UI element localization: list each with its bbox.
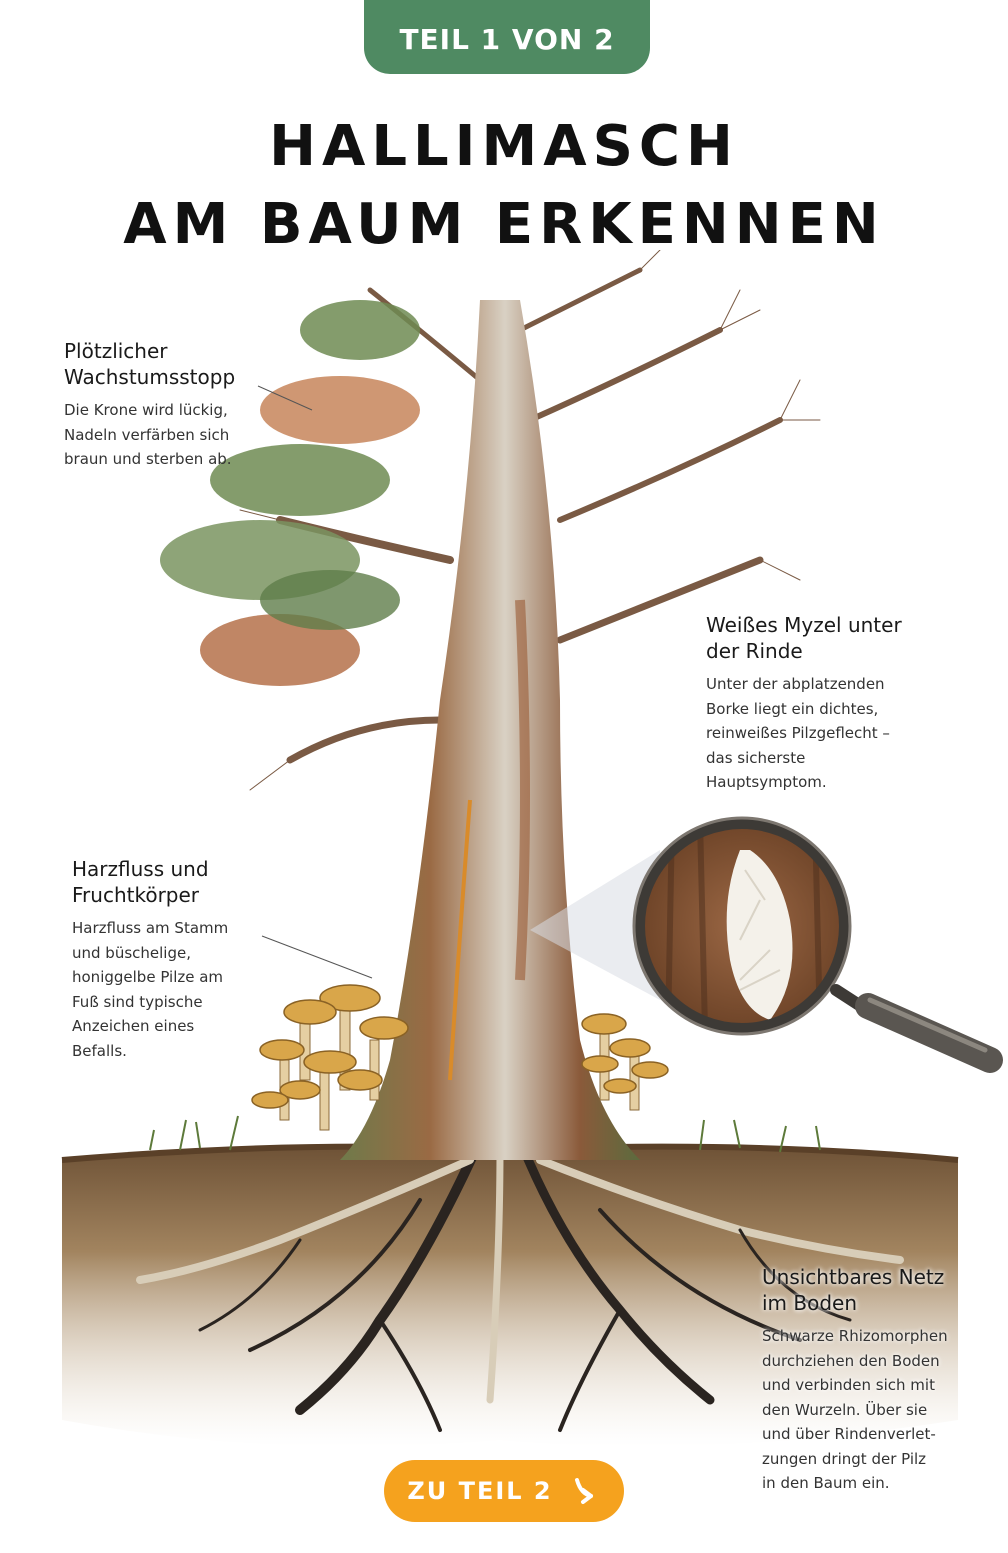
next-part-label: ZU TEIL 2	[407, 1477, 553, 1505]
title-line-2: AM BAUM ERKENNEN	[123, 192, 885, 257]
root-network	[136, 1135, 904, 1432]
part-indicator-badge: TEIL 1 VON 2	[364, 0, 650, 74]
callout-growth-stop: Plötzlicher Wachstumsstopp Die Krone wir…	[64, 338, 294, 472]
callout-text: Schwarze Rhizomorphen durchziehen den Bo…	[762, 1327, 948, 1492]
callout-title: Plötzlicher Wachstumsstopp	[64, 339, 236, 389]
tree-branches	[239, 250, 821, 791]
honey-fungus-cluster-right	[581, 1013, 669, 1111]
title-line-1: HALLIMASCH	[269, 114, 739, 179]
callout-title: Unsichtbares Netz im Boden	[762, 1265, 945, 1315]
callout-resin-fruitbodies: Harzfluss und Fruchtkörper Harzfluss am …	[72, 856, 302, 1063]
callout-title: Weißes Myzel unter der Rinde	[706, 613, 902, 663]
page-title: HALLIMASCH AM BAUM ERKENNEN	[0, 108, 1008, 264]
callout-white-mycelium: Weißes Myzel unter der Rinde Unter der a…	[706, 612, 946, 795]
callout-leader-lines	[257, 385, 373, 979]
resin-flow	[448, 799, 472, 1081]
honey-fungus-cluster-left	[251, 984, 409, 1131]
arrow-down-right-icon	[574, 1478, 593, 1504]
grass	[149, 1115, 821, 1153]
callout-soil-network: Unsichtbares Netz im Boden Schwarze Rhiz…	[762, 1264, 982, 1496]
next-part-button[interactable]: ZU TEIL 2	[384, 1460, 624, 1522]
magnifying-glass-icon	[530, 816, 1003, 1073]
tree-illustration	[61, 250, 1003, 1447]
tree-crown-needles	[160, 300, 420, 686]
callout-text: Harzfluss am Stamm und büschelige, honig…	[72, 919, 229, 1060]
callout-text: Die Krone wird lückig, Nadeln verfärben …	[64, 401, 232, 468]
callout-text: Unter der abplatzenden Borke liegt ein d…	[706, 675, 890, 791]
callout-title: Harzfluss und Fruchtkörper	[72, 857, 209, 907]
